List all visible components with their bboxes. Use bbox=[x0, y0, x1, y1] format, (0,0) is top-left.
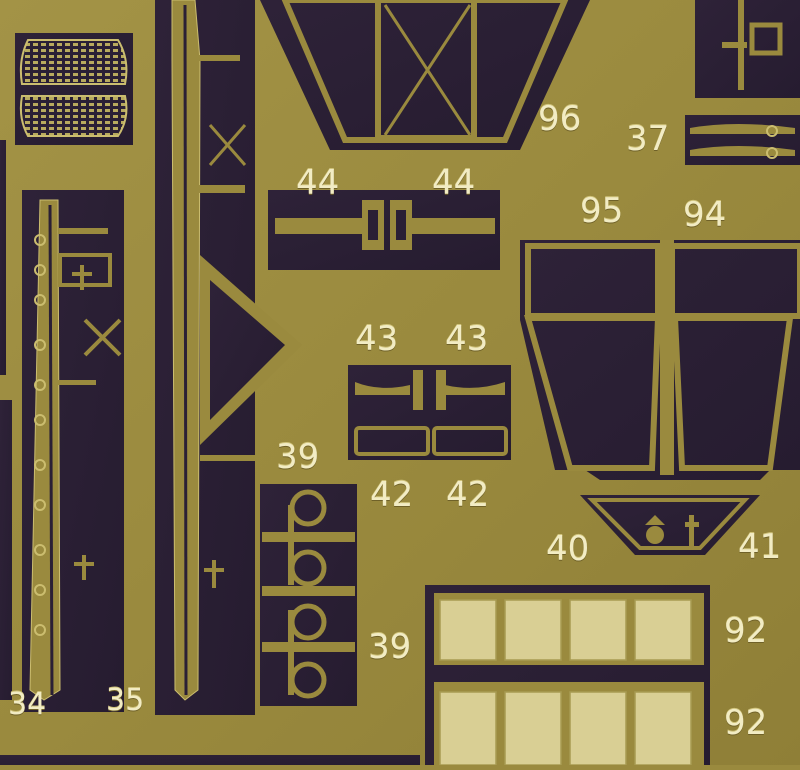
left-edge-cavities bbox=[0, 140, 12, 700]
label-42-left: 42 bbox=[370, 475, 414, 515]
label-41: 41 bbox=[738, 527, 782, 567]
grille-plate bbox=[15, 33, 133, 145]
part-34-ladder bbox=[22, 190, 124, 712]
label-34: 34 bbox=[8, 687, 47, 722]
label-42-right: 42 bbox=[446, 475, 490, 515]
part-39 bbox=[260, 484, 357, 706]
label-44-right: 44 bbox=[432, 163, 476, 203]
label-96: 96 bbox=[538, 99, 582, 139]
label-92-bottom: 92 bbox=[724, 703, 768, 743]
label-37: 37 bbox=[626, 119, 670, 159]
bottom-edge-cavity bbox=[0, 755, 420, 765]
label-35: 35 bbox=[106, 683, 145, 718]
part-92-pads bbox=[425, 585, 710, 766]
label-92-top: 92 bbox=[724, 611, 768, 651]
label-43-left: 43 bbox=[355, 319, 399, 359]
part-95-94 bbox=[520, 240, 800, 480]
part-40-41 bbox=[580, 495, 760, 555]
label-44-left: 44 bbox=[296, 163, 340, 203]
top-right-part bbox=[695, 0, 800, 98]
label-40: 40 bbox=[546, 529, 590, 569]
label-39-top: 39 bbox=[276, 437, 320, 477]
part-35-strip bbox=[155, 0, 302, 715]
part-44 bbox=[268, 190, 500, 270]
label-39-bottom: 39 bbox=[368, 627, 412, 667]
label-43-right: 43 bbox=[445, 319, 489, 359]
label-95: 95 bbox=[580, 191, 624, 231]
part-96 bbox=[260, 0, 590, 150]
label-94: 94 bbox=[683, 195, 727, 235]
part-37 bbox=[685, 115, 800, 165]
part-43-42 bbox=[348, 365, 511, 460]
